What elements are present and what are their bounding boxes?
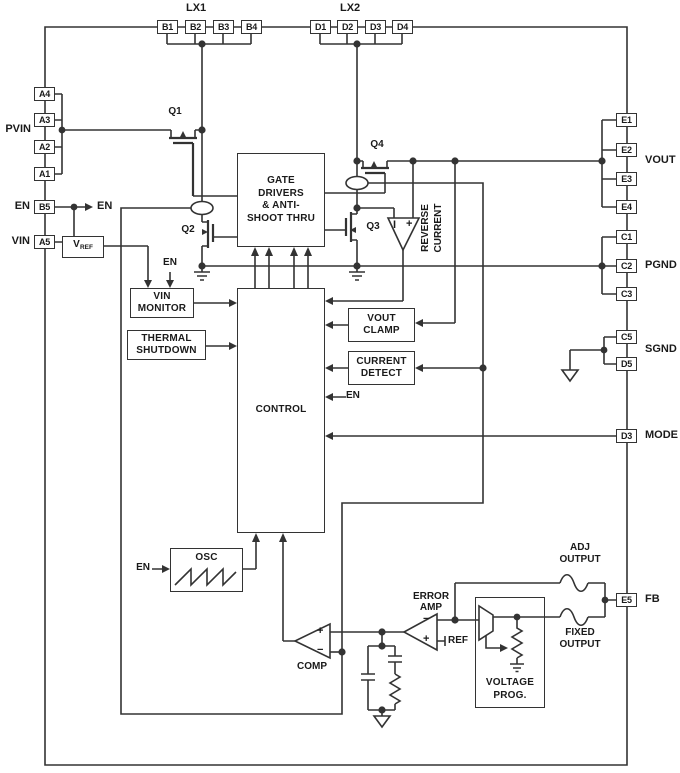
net-label-vin: VIN — [11, 235, 30, 247]
net-label-mode: MODE — [645, 429, 678, 441]
arrowheads — [85, 131, 508, 652]
net-label-fb: FB — [645, 593, 660, 605]
wire-layer — [44, 26, 628, 766]
error-amp-minus-sign: − — [423, 613, 430, 625]
pin-d5: D5 — [616, 357, 637, 371]
pin-a4: A4 — [34, 87, 55, 101]
net-label-pgnd: PGND — [645, 259, 677, 271]
gate-drivers-block: GATE DRIVERS & ANTI- SHOOT THRU — [237, 153, 325, 247]
comp-triangle-icon — [293, 622, 331, 660]
pin-d1: D1 — [310, 20, 331, 34]
net-label-en: EN — [14, 200, 30, 212]
thermal-shutdown-block: THERMAL SHUTDOWN — [127, 330, 206, 360]
net-label-vout: VOUT — [645, 154, 676, 166]
sgnd-ground-icon — [560, 369, 580, 383]
pin-d4: D4 — [392, 20, 413, 34]
pin-c2: C2 — [616, 259, 637, 273]
pin-b2: B2 — [185, 20, 206, 34]
en-control-label: EN — [346, 390, 360, 401]
comp-network-ground-icon — [372, 715, 392, 729]
pin-a5: A5 — [34, 235, 55, 249]
voltage-prog-mux-icon — [478, 604, 494, 642]
pin-d3-mode: D3 — [616, 429, 637, 443]
pin-a3: A3 — [34, 113, 55, 127]
q4-label: Q4 — [370, 139, 384, 150]
comp-label: COMP — [297, 661, 327, 672]
vin-monitor-block: VIN MONITOR — [130, 288, 194, 318]
error-amp-triangle-icon — [402, 612, 438, 652]
voltage-prog-block: VOLTAGE PROG. — [475, 597, 545, 708]
pin-e5: E5 — [616, 593, 637, 607]
pin-d3-lx2: D3 — [365, 20, 386, 34]
control-block: CONTROL — [237, 288, 325, 533]
net-label-lx2: LX2 — [340, 2, 361, 14]
en-vin-monitor-label: EN — [163, 257, 177, 268]
pin-b5: B5 — [34, 200, 55, 214]
en-osc-label: EN — [136, 562, 150, 573]
net-label-sgnd: SGND — [645, 343, 677, 355]
vout-clamp-block: VOUT CLAMP — [348, 308, 415, 342]
en-arrow-label: EN — [97, 200, 113, 212]
pin-d2: D2 — [337, 20, 358, 34]
pin-a2: A2 — [34, 140, 55, 154]
error-amp-plus-sign: + — [423, 633, 430, 645]
comp-minus-sign: − — [317, 644, 324, 656]
vref-label: VREF — [73, 239, 93, 252]
pin-b4: B4 — [241, 20, 262, 34]
net-label-pvin: PVIN — [5, 123, 31, 135]
q2-label: Q2 — [181, 224, 195, 235]
adj-output-label: ADJ OUTPUT — [559, 542, 601, 565]
pin-c5: C5 — [616, 330, 637, 344]
junction-dots — [58, 40, 609, 714]
pin-e1: E1 — [616, 113, 637, 127]
current-detect-block: CURRENT DETECT — [348, 351, 415, 385]
lx2-current-sense-icon — [345, 175, 369, 191]
pin-a1: A1 — [34, 167, 55, 181]
current-sense-ellipses — [190, 175, 369, 216]
reverse-current-input-left: I — [393, 219, 397, 231]
error-amp-label: ERROR AMP — [412, 591, 450, 613]
pin-e3: E3 — [616, 172, 637, 186]
comparator-shapes — [293, 217, 580, 729]
osc-block: OSC — [170, 548, 243, 592]
pin-e4: E4 — [616, 200, 637, 214]
pin-b3: B3 — [213, 20, 234, 34]
lx1-current-sense-icon — [190, 200, 214, 216]
q3-label: Q3 — [366, 221, 380, 232]
q1-label: Q1 — [168, 106, 182, 117]
ref-label: REF — [448, 635, 468, 646]
comp-plus-sign: + — [317, 625, 324, 637]
vref-block: VREF — [62, 236, 104, 258]
pin-e2: E2 — [616, 143, 637, 157]
pin-c1: C1 — [616, 230, 637, 244]
net-label-lx1: LX1 — [186, 2, 207, 14]
pin-b1: B1 — [157, 20, 178, 34]
reverse-current-comparator-icon — [386, 217, 421, 252]
reverse-current-label: REVERSE CURRENT — [420, 203, 444, 253]
pin-c3: C3 — [616, 287, 637, 301]
reverse-current-input-right: + — [406, 218, 413, 230]
fixed-output-label: FIXED OUTPUT — [559, 627, 601, 650]
